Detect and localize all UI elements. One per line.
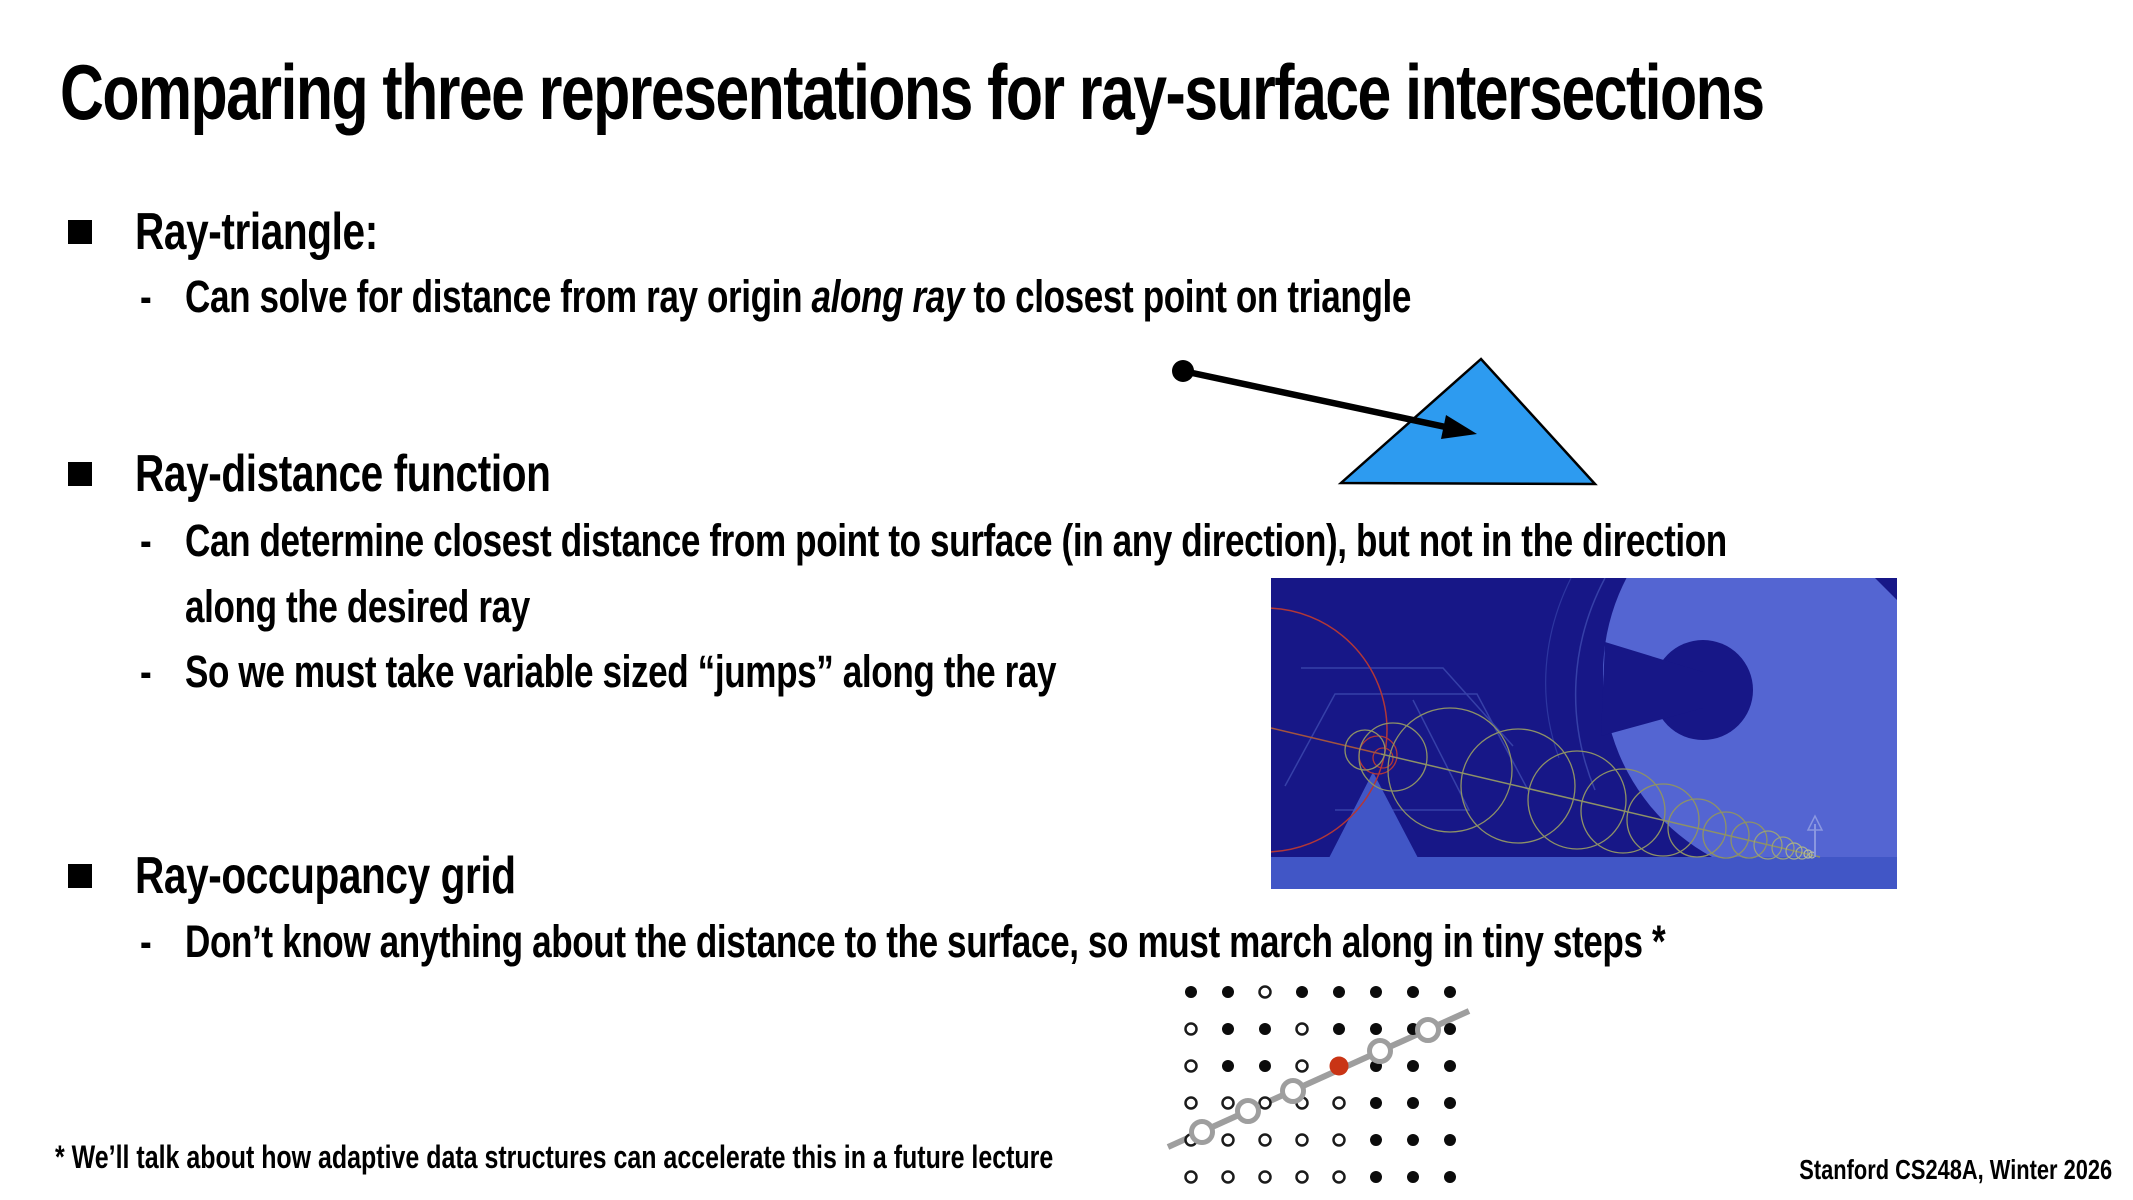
dash-marker: - (140, 515, 152, 566)
course-attribution: Stanford CS248A, Winter 2026 (1799, 1154, 2112, 1185)
occupancy-grid-diagram (1140, 975, 1500, 1200)
dash-marker: - (140, 646, 152, 697)
page-title: Comparing three representations for ray-… (60, 52, 2133, 132)
item-text-italic: along ray (811, 271, 965, 322)
dash-marker: - (140, 271, 152, 322)
item-text-prefix: Can solve for distance from ray origin (185, 271, 812, 322)
bullet-square-icon (68, 220, 92, 244)
page-title-text: Comparing three representations for ray-… (60, 48, 1765, 136)
item-text-suffix: to closest point on triangle (964, 271, 1412, 322)
sphere-tracing-image (1142, 466, 2019, 894)
bullet-heading-ray-triangle: Ray-triangle: (135, 203, 378, 261)
bullet-item-ray-triangle: Can solve for distance from ray origin a… (185, 264, 1757, 330)
footnote: * We’ll talk about how adaptive data str… (55, 1139, 1054, 1175)
bullet-item-variable-jumps: So we must take variable sized “jumps” a… (185, 646, 1057, 697)
bullet-heading-ray-distance: Ray-distance function (135, 445, 551, 503)
ray-triangle-diagram (1130, 330, 1650, 505)
bullet-item-closest-distance: Can determine closest distance from poin… (185, 515, 1727, 632)
bullet-square-icon (68, 462, 92, 486)
bullet-heading-ray-occupancy: Ray-occupancy grid (135, 847, 516, 905)
bullet-item-tiny-steps: Don’t know anything about the distance t… (185, 916, 1666, 967)
bullet-square-icon (68, 864, 92, 888)
dash-marker: - (140, 916, 152, 967)
